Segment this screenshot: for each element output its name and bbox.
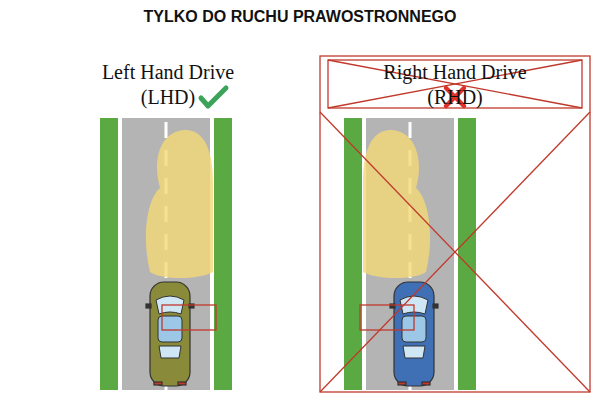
driver-marker [360, 305, 414, 330]
car-rhd [390, 282, 438, 386]
cross-out [320, 56, 590, 392]
panel-heading: Right Hand Drive (RHD) [355, 60, 555, 110]
panel-heading: Left Hand Drive (LHD) [83, 60, 253, 110]
road-lhd [100, 118, 232, 390]
driver-marker [162, 305, 216, 330]
car-lhd [146, 282, 194, 386]
check-mark [201, 88, 226, 106]
title: TYLKO DO RUCHU PRAWOSTRONNEGO [20, 8, 580, 26]
